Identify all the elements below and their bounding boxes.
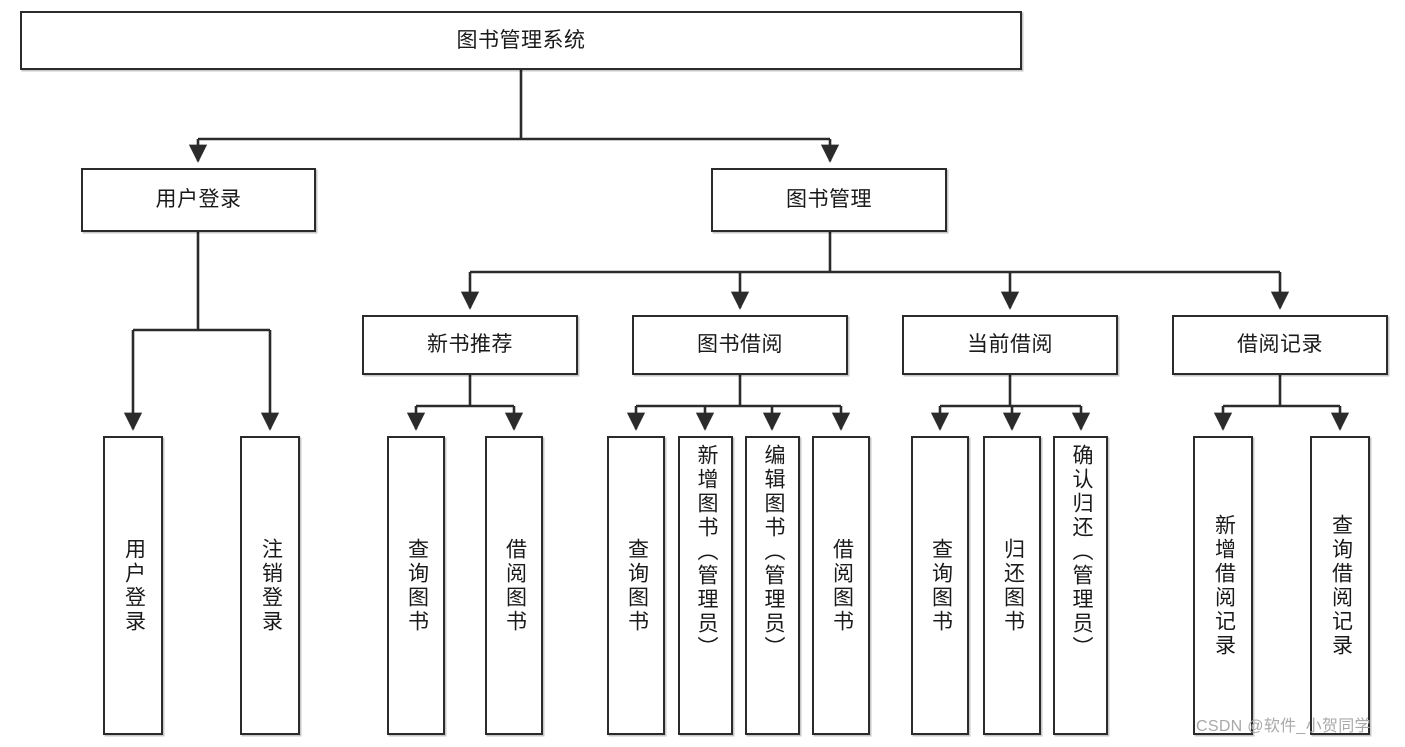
- node-book-management[interactable]: 图书管理: [711, 168, 947, 232]
- node-book-borrow-label: 图书借阅: [697, 333, 783, 357]
- node-leaf-borrow-book-recommend[interactable]: 借阅图书: [485, 436, 543, 735]
- node-leaf-add-book-label: 新增图书（管理员）: [694, 444, 718, 660]
- node-new-book-recommend-label: 新书推荐: [427, 333, 513, 357]
- node-borrow-record-label: 借阅记录: [1237, 333, 1323, 357]
- node-leaf-user-login[interactable]: 用户登录: [103, 436, 163, 735]
- node-leaf-confirm-return[interactable]: 确认归还（管理员）: [1053, 436, 1108, 735]
- node-leaf-return-book-label: 归还图书: [1001, 537, 1025, 634]
- node-leaf-query-book-current[interactable]: 查询图书: [911, 436, 969, 735]
- node-current-borrow-label: 当前借阅: [967, 333, 1053, 357]
- node-leaf-borrow-book-label: 借阅图书: [830, 537, 854, 634]
- node-leaf-query-book-borrow[interactable]: 查询图书: [607, 436, 665, 735]
- node-borrow-record[interactable]: 借阅记录: [1172, 315, 1388, 375]
- csdn-watermark: CSDN @软件_小贺同学: [1196, 718, 1371, 735]
- node-current-borrow[interactable]: 当前借阅: [902, 315, 1118, 375]
- node-leaf-borrow-book[interactable]: 借阅图书: [812, 436, 870, 735]
- node-leaf-query-book-recommend-label: 查询图书: [405, 537, 429, 634]
- node-root-label: 图书管理系统: [456, 28, 586, 52]
- node-leaf-logout-label: 注销登录: [259, 537, 283, 634]
- node-book-borrow[interactable]: 图书借阅: [632, 315, 848, 375]
- node-leaf-edit-book[interactable]: 编辑图书（管理员）: [745, 436, 800, 735]
- node-leaf-return-book[interactable]: 归还图书: [983, 436, 1041, 735]
- node-leaf-query-borrow-record-label: 查询借阅记录: [1329, 513, 1353, 658]
- node-leaf-user-login-label: 用户登录: [122, 537, 146, 634]
- node-leaf-borrow-book-recommend-label: 借阅图书: [503, 537, 527, 634]
- node-leaf-edit-book-label: 编辑图书（管理员）: [761, 444, 785, 660]
- node-leaf-query-book-borrow-label: 查询图书: [625, 537, 649, 634]
- node-leaf-query-book-current-label: 查询图书: [929, 537, 953, 634]
- node-leaf-query-borrow-record[interactable]: 查询借阅记录: [1310, 436, 1370, 735]
- node-user-login-label: 用户登录: [155, 188, 242, 212]
- node-leaf-logout[interactable]: 注销登录: [240, 436, 300, 735]
- node-book-management-label: 图书管理: [786, 188, 872, 212]
- node-root[interactable]: 图书管理系统: [20, 11, 1022, 70]
- node-leaf-add-borrow-record[interactable]: 新增借阅记录: [1193, 436, 1253, 735]
- node-leaf-add-book[interactable]: 新增图书（管理员）: [678, 436, 733, 735]
- node-leaf-add-borrow-record-label: 新增借阅记录: [1212, 513, 1236, 658]
- node-user-login[interactable]: 用户登录: [81, 168, 316, 232]
- node-leaf-confirm-return-label: 确认归还（管理员）: [1069, 444, 1093, 660]
- node-leaf-query-book-recommend[interactable]: 查询图书: [387, 436, 445, 735]
- node-new-book-recommend[interactable]: 新书推荐: [362, 315, 578, 375]
